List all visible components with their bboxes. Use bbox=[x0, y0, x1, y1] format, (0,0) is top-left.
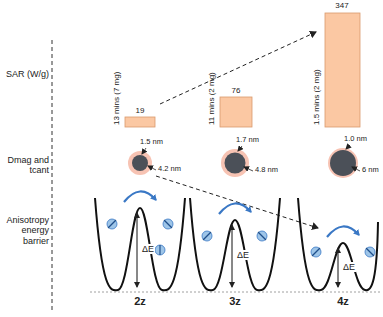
label: 1.5 mins (2 mg) bbox=[312, 69, 321, 125]
label: 1.7 nm bbox=[236, 136, 259, 145]
label: ΔE bbox=[141, 244, 155, 254]
label: 6 nm bbox=[362, 166, 379, 175]
label: ΔE bbox=[342, 262, 356, 272]
label: 19 bbox=[136, 106, 145, 115]
label: 2z bbox=[134, 295, 146, 308]
label: 11 mins (2 mg) bbox=[207, 72, 216, 125]
label: SAR (W/g) bbox=[1, 69, 49, 79]
label: 4z bbox=[337, 295, 349, 308]
shell bbox=[128, 151, 152, 175]
label: 4.8 nm bbox=[255, 166, 278, 175]
baseline bbox=[90, 292, 380, 293]
bar bbox=[220, 97, 252, 127]
label: 1.0 nm bbox=[344, 135, 367, 144]
energy-wells bbox=[95, 198, 378, 290]
bar bbox=[125, 117, 155, 127]
label: 13 mins (7 mg) bbox=[112, 72, 121, 125]
core bbox=[330, 150, 356, 176]
label: 4.2 nm bbox=[158, 165, 181, 174]
shell bbox=[328, 148, 358, 178]
bar bbox=[325, 13, 360, 127]
label: 347 bbox=[335, 1, 348, 10]
core bbox=[132, 155, 148, 171]
energy-arrows bbox=[137, 213, 338, 287]
axis-line bbox=[52, 40, 53, 310]
label: ΔE bbox=[236, 250, 250, 260]
label: 3z bbox=[229, 295, 241, 308]
label: 1.5 nm bbox=[140, 138, 163, 147]
label: Dmag and tcant bbox=[1, 155, 49, 176]
trend-arrow bbox=[160, 32, 316, 104]
label: Anisotropy energy barrier bbox=[1, 215, 49, 246]
shell bbox=[221, 149, 249, 177]
hop-arrows bbox=[124, 191, 359, 237]
label: 76 bbox=[232, 86, 241, 95]
core bbox=[225, 153, 246, 174]
